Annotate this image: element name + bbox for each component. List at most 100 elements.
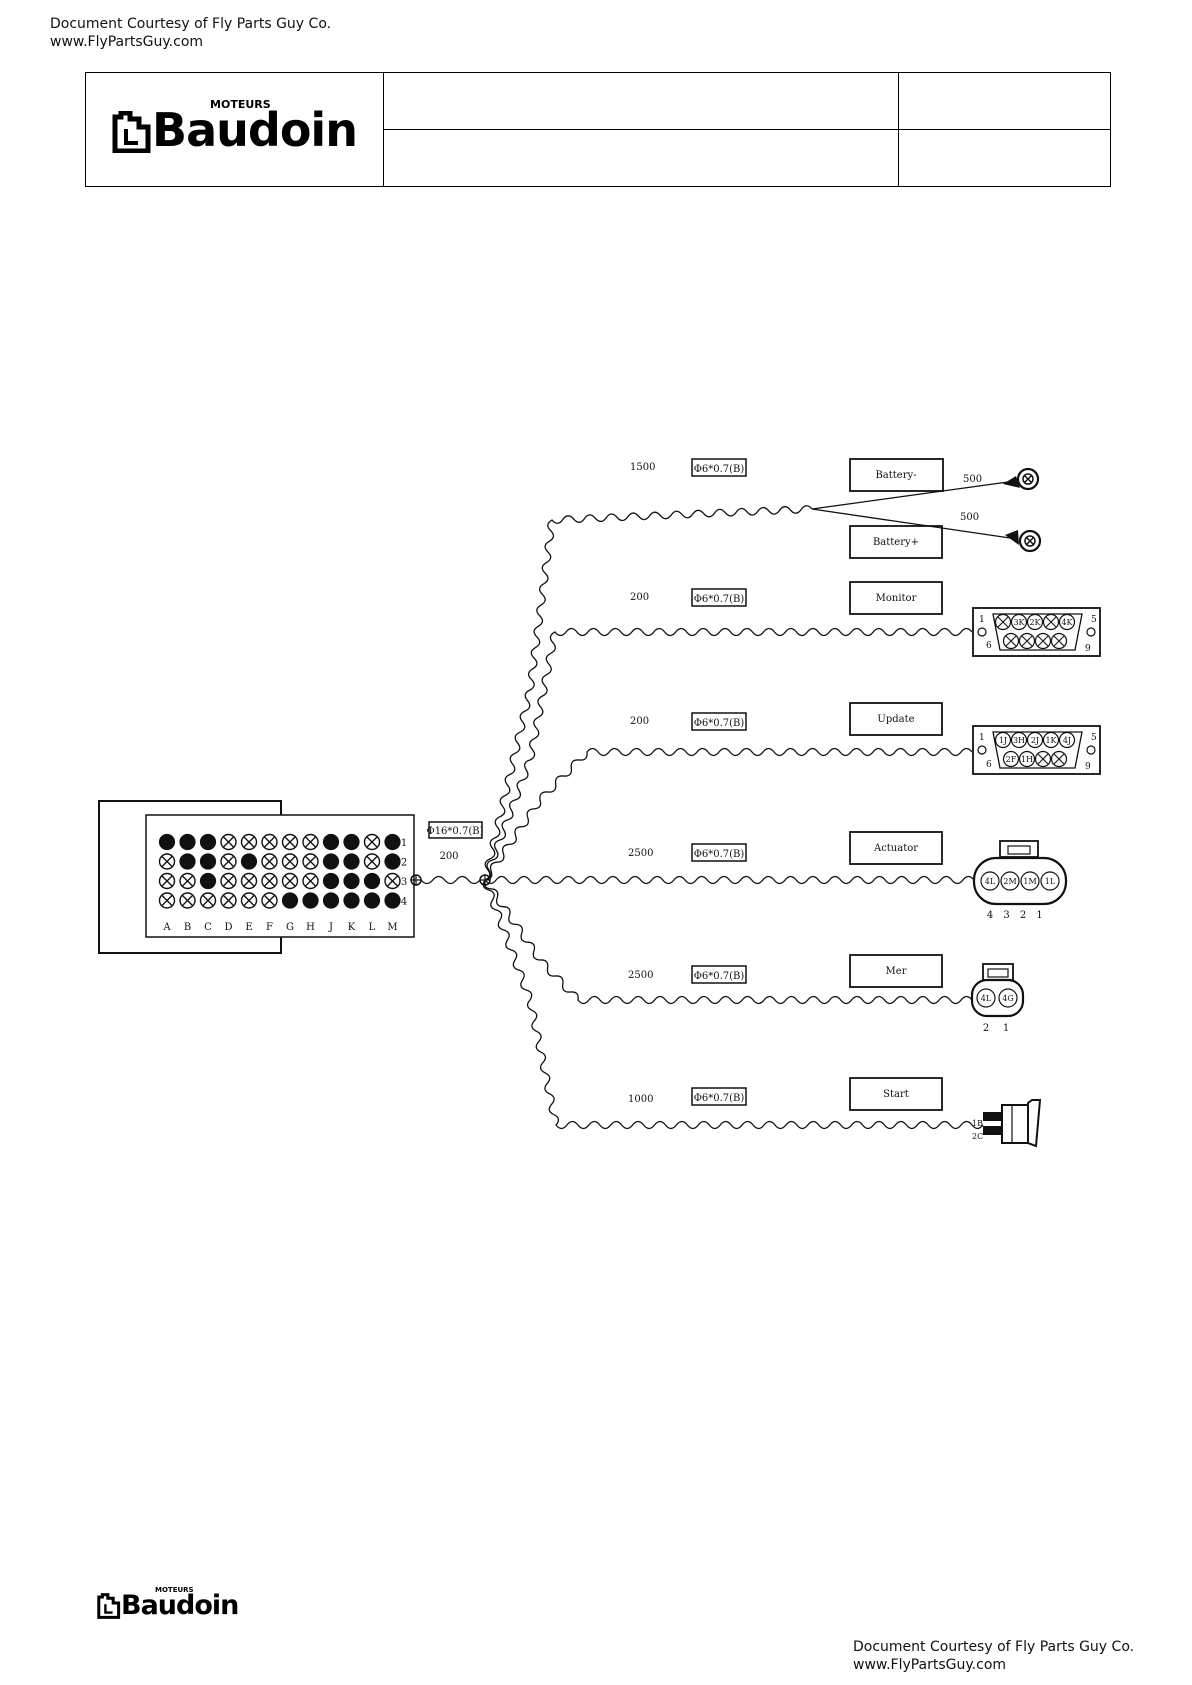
pin-A4: [158, 892, 176, 909]
pin-H1: [302, 833, 319, 851]
pin-E3: [240, 872, 258, 890]
branch-battery-spec: Φ6*0.7(B): [694, 464, 745, 475]
wire-battery: [484, 505, 813, 881]
branch-mr-labels: 2500 Φ6*0.7(B): [628, 965, 747, 984]
pin-F4: [261, 892, 278, 909]
pin-D4: [220, 892, 237, 909]
pin-B2: [179, 853, 196, 870]
pin-C3: [199, 872, 217, 890]
actuator-pin-number: 1: [1036, 910, 1042, 921]
branch-monitor-spec: Φ6*0.7(B): [694, 594, 745, 605]
pin-J2: [322, 853, 340, 870]
pin-L1: [363, 833, 381, 851]
monitor-corner-br: 9: [1085, 644, 1091, 654]
pin-E4: [240, 892, 258, 909]
pin-F1: [261, 833, 278, 851]
pin-L2: [363, 853, 381, 870]
start-switch-connector: 1B 2C: [972, 1099, 1042, 1148]
battery-terminals: 500 500: [811, 467, 1042, 553]
pin-G3: [281, 872, 299, 890]
wire-actuator: [484, 875, 975, 885]
row-label: 1: [401, 838, 407, 849]
connector-pin-label: 4L: [981, 994, 992, 1003]
pin-M1: [384, 833, 401, 851]
logo-prefix: MOTEURS: [155, 1586, 194, 1594]
pin-A3: [158, 872, 176, 890]
connector-pin-label: 4L: [985, 877, 996, 886]
logo-wordmark: MOTEURS Baudoin: [152, 99, 358, 153]
pin-L3: [363, 872, 381, 890]
update-corner-tl: 1: [979, 733, 985, 743]
column-label: M: [387, 922, 397, 933]
footer-baudoin-logo: MOTEURS Baudoin: [97, 1587, 239, 1620]
ring-terminal-icon: [1005, 529, 1042, 553]
baudoin-logo-mark-icon: [112, 110, 151, 153]
branch-actuator-length: 2500: [628, 848, 653, 859]
trunk-length-label: 200: [439, 851, 458, 862]
label-mr-text: Mer: [886, 966, 907, 977]
actuator-pin-number: 2: [1020, 910, 1026, 921]
wire-update: [484, 747, 973, 881]
label-start: Start: [849, 1077, 943, 1111]
courtesy-url: www.FlyPartsGuy.com: [853, 1657, 1007, 1673]
column-label: D: [224, 922, 232, 933]
column-label: K: [348, 922, 356, 933]
branch-battery-length: 1500: [630, 462, 655, 473]
wires-layer: [420, 505, 984, 1130]
column-label: C: [204, 922, 212, 933]
label-monitor-text: Monitor: [876, 593, 917, 604]
label-monitor: Monitor: [849, 581, 943, 615]
connector-pin-label: 3K: [1013, 618, 1025, 627]
branch-actuator-labels: 2500 Φ6*0.7(B): [628, 843, 747, 862]
mr-pin-number: 1: [1003, 1023, 1009, 1034]
logo-wordmark: MOTEURS Baudoin: [121, 1587, 239, 1620]
row-label: 2: [401, 858, 407, 869]
connector-pin-label: 1M: [1023, 877, 1036, 886]
column-label: H: [306, 922, 315, 933]
trunk-spec: Φ16*0.7(B) 200: [427, 821, 484, 862]
pin-H2: [302, 853, 319, 870]
label-battery-plus: Battery+: [849, 525, 943, 559]
title-block-logo-cell: MOTEURS Baudoin: [85, 72, 384, 187]
label-mr: Mer: [849, 954, 943, 988]
pin-F3: [261, 872, 278, 890]
connector-pin-label: 2F: [1006, 755, 1017, 764]
pin-G4: [281, 892, 299, 909]
pin-L4: [363, 892, 381, 909]
pin-G1: [281, 833, 299, 851]
actuator-pin-number: 3: [1003, 910, 1009, 921]
actuator-pin-number: 4: [987, 910, 993, 921]
connector-pin-label: 4K: [1061, 618, 1073, 627]
pin-K4: [343, 892, 360, 909]
pin-J1: [322, 833, 340, 851]
label-actuator: Actuator: [849, 831, 943, 865]
label-update-text: Update: [877, 714, 914, 725]
monitor-corner-tl: 1: [979, 615, 985, 625]
branch-start-labels: 1000 Φ6*0.7(B): [628, 1087, 747, 1106]
pin-K1: [343, 833, 360, 851]
connector-pin-label: 1L: [1045, 877, 1056, 886]
pin-A2: [158, 853, 176, 870]
logo-prefix: MOTEURS: [210, 97, 271, 111]
pin-M2: [384, 853, 401, 870]
branch-update-spec: Φ6*0.7(B): [694, 718, 745, 729]
courtesy-url: www.FlyPartsGuy.com: [50, 34, 204, 50]
branch-update-length: 200: [630, 716, 649, 727]
courtesy-note-top: Document Courtesy of Fly Parts Guy Co. w…: [50, 15, 331, 51]
courtesy-company: Document Courtesy of Fly Parts Guy Co.: [50, 16, 332, 32]
battery-minus-length: 500: [963, 474, 982, 485]
courtesy-company: Document Courtesy of Fly Parts Guy Co.: [853, 1639, 1135, 1655]
pin-M3: [384, 872, 401, 890]
update-corner-bl: 6: [986, 760, 992, 770]
pin-G2: [281, 853, 299, 870]
pin-B4: [179, 892, 196, 909]
branch-actuator-spec: Φ6*0.7(B): [694, 849, 745, 860]
update-corner-br: 9: [1085, 762, 1091, 772]
pin-K3: [343, 872, 360, 890]
